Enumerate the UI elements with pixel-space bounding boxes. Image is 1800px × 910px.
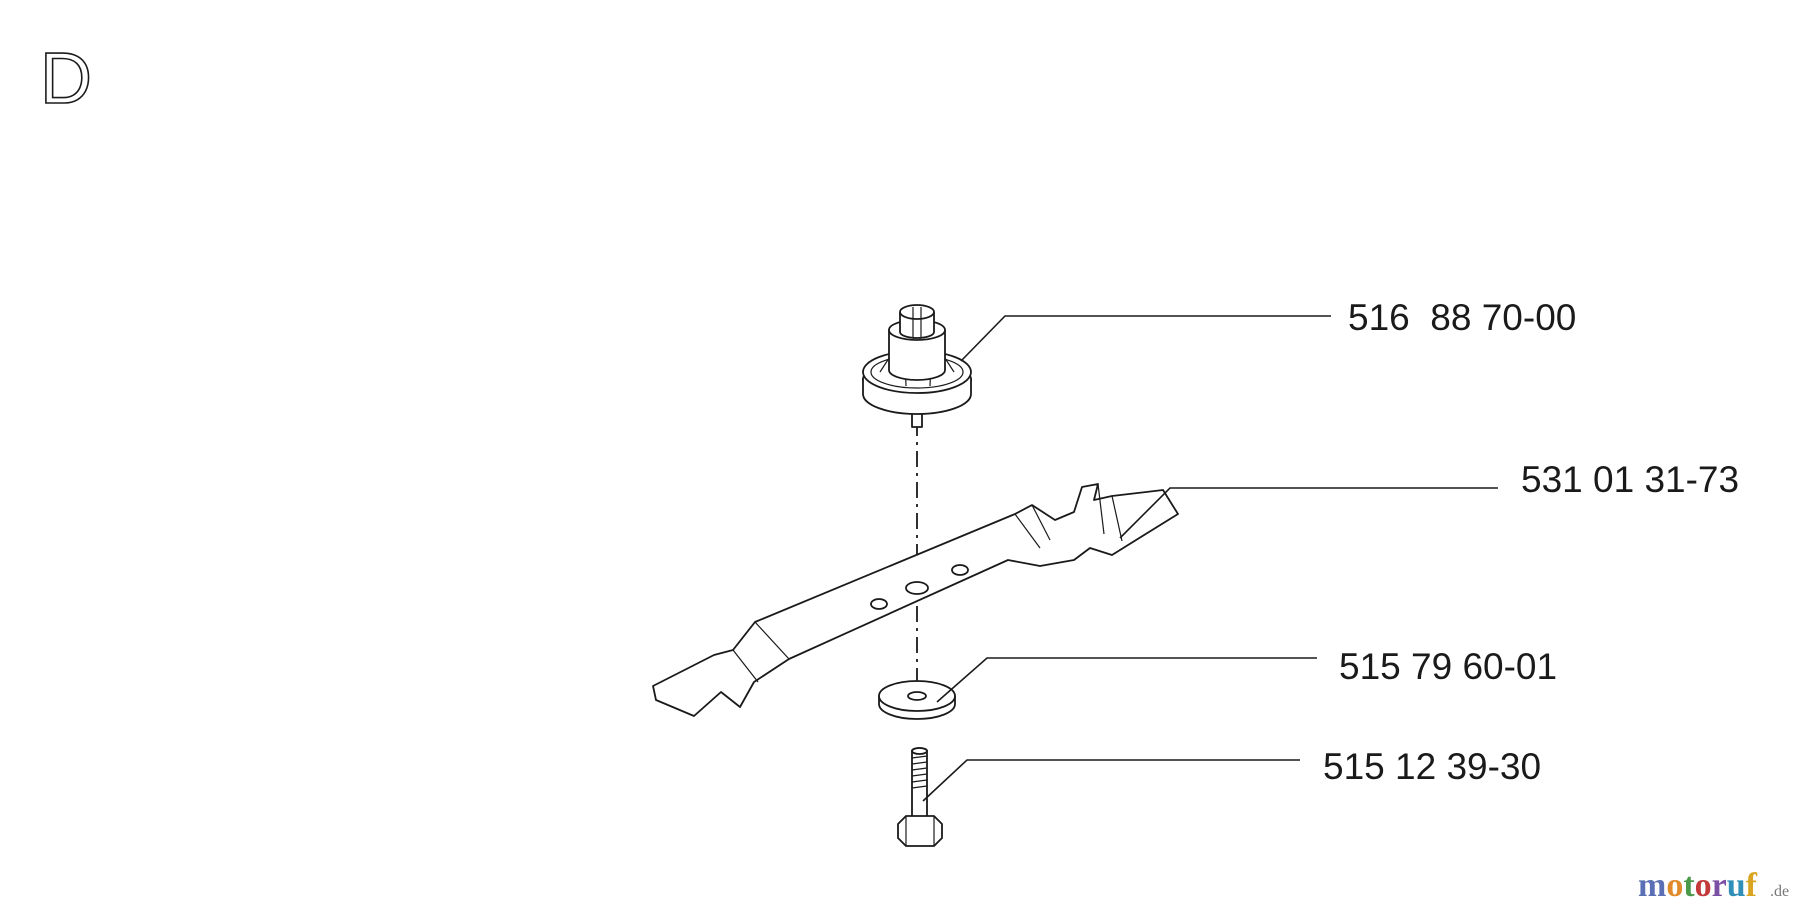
leader-line-washer [936,657,1317,703]
watermark-letter: u [1727,867,1746,904]
watermark-letter: o [1695,867,1712,904]
leader-line-bolt [922,759,1300,802]
watermark-letter: m [1638,867,1666,904]
svg-text:motoruf: motoruf [1638,867,1758,904]
bolt-part[interactable] [897,747,943,847]
leader-line-drive-hub [960,315,1331,362]
watermark-letter: t [1683,867,1695,904]
washer-part[interactable] [878,680,956,720]
leader-line-blade [1119,487,1498,539]
part-number-drive-hub: 516 88 70-00 [1348,297,1576,338]
watermark-letter: o [1666,867,1683,904]
blade-part[interactable] [652,483,1179,717]
watermark-logo: motoruf .de [1638,867,1789,904]
section-letter: D [40,39,92,119]
part-number-washer: 515 79 60-01 [1339,646,1557,687]
watermark-letter: f [1746,867,1758,904]
drive-hub-part[interactable] [862,304,972,428]
part-number-blade: 531 01 31-73 [1521,459,1739,500]
watermark-suffix: .de [1770,883,1789,900]
watermark-letter: r [1712,867,1727,904]
part-number-bolt: 515 12 39-30 [1323,746,1541,787]
